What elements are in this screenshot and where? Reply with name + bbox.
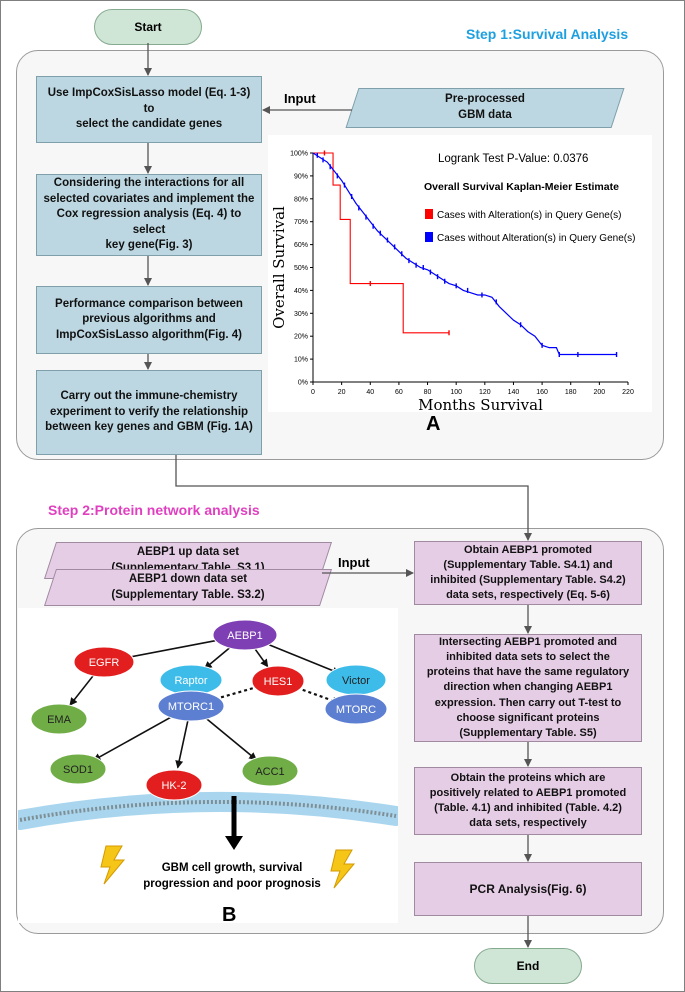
step2-box-pcr-analysis: PCR Analysis(Fig. 6): [414, 862, 642, 916]
edge-mtorc1-sod1: [92, 712, 179, 762]
edge-aebp1-victor: [257, 639, 341, 675]
y-tick-label: 60%: [294, 242, 308, 249]
kaplan-meier-chart: 0 20 40 60 80 100 120 140 160 180 200 220 0% 10% 20% 30…: [268, 135, 652, 412]
node-label-mtorc: MTORC: [336, 704, 376, 716]
legend-swatch: [425, 232, 433, 242]
outcome-text-line: GBM cell growth, survival: [162, 862, 303, 874]
panel-letter-a: A: [426, 413, 441, 435]
step2-box-intersecting: Intersecting AEBP1 promoted and inhibite…: [414, 634, 642, 742]
aebp1-down-data-input: AEBP1 down data set (Supplementary Table…: [43, 569, 333, 606]
series-line: [312, 152, 617, 356]
series-line: [313, 152, 450, 334]
x-tick-label: 40: [366, 389, 374, 396]
node-label-sod1: SOD1: [63, 764, 93, 776]
y-tick-label: 50%: [294, 265, 308, 272]
step1-input-label: Input: [284, 91, 316, 106]
lightning-icon-left: [100, 845, 126, 885]
legend-label: Cases without Alteration(s) in Query Gen…: [437, 233, 635, 244]
step2-input-label: Input: [338, 555, 370, 570]
y-tick-label: 20%: [294, 334, 308, 341]
edge-aebp1-egfr: [120, 636, 232, 662]
edge-mtorc1-hk2: [175, 719, 189, 769]
y-tick-label: 30%: [294, 311, 308, 318]
logrank-annotation: Logrank Test P-Value: 0.0376: [438, 153, 588, 165]
step2-title: Step 2:Protein network analysis: [48, 502, 260, 518]
node-label-ema: EMA: [47, 714, 72, 726]
preprocessed-data-input: Pre-processed GBM data: [345, 88, 625, 128]
start-node: Start: [94, 9, 202, 45]
edge-aebp1-hes1: [252, 646, 269, 668]
node-egfr: [73, 646, 135, 678]
x-tick-label: 140: [508, 389, 520, 396]
node-label-victor: Victor: [342, 675, 370, 687]
panel-letter-b: B: [222, 904, 237, 926]
step1-box-candidate-genes: Use ImpCoxSisLasso model (Eq. 1-3) to se…: [36, 76, 262, 143]
x-tick-label: 20: [338, 389, 346, 396]
x-tick-label: 120: [479, 389, 491, 396]
legend-label: Cases with Alteration(s) in Query Gene(s…: [437, 210, 622, 221]
lightning-icon-right: [330, 849, 356, 889]
y-axis-label: Overall Survival: [270, 206, 288, 329]
node-label-mtorc1: MTORC1: [168, 701, 214, 713]
node-label-hk-2: HK-2: [161, 780, 186, 792]
x-tick-label: 100: [450, 389, 462, 396]
node-label-aebp1: AEBP1: [227, 630, 262, 642]
node-mtorc1: [157, 690, 225, 722]
step1-title: Step 1:Survival Analysis: [466, 26, 629, 42]
node-acc1: [241, 755, 299, 787]
aebp1-down-data-label: AEBP1 down data set (Supplementary Table…: [111, 572, 265, 601]
y-tick-label: 90%: [294, 173, 308, 180]
step1-box-cox-regression: Considering the interactions for all sel…: [36, 174, 262, 256]
x-axis-label: Months Survival: [418, 396, 543, 412]
node-label-raptor: Raptor: [174, 675, 207, 687]
end-node: End: [474, 948, 582, 984]
x-tick-label: 160: [536, 389, 548, 396]
step2-box-promoted-inhibited: Obtain AEBP1 promoted (Supplementary Tab…: [414, 541, 642, 605]
cell-membrane: [18, 791, 398, 830]
x-tick-label: 180: [565, 389, 577, 396]
node-label-egfr: EGFR: [89, 657, 120, 669]
y-tick-label: 40%: [294, 288, 308, 295]
edge-egfr-ema: [69, 672, 96, 706]
y-tick-label: 100%: [290, 151, 308, 158]
x-tick-label: 0: [311, 389, 315, 396]
chart-title: Overall Survival Kaplan-Meier Estimate: [424, 181, 619, 193]
outcome-text-line: progression and poor prognosis: [143, 878, 321, 890]
node-label-acc1: ACC1: [255, 766, 284, 778]
legend-swatch: [425, 209, 433, 219]
node-sod1: [49, 753, 107, 785]
x-tick-label: 220: [622, 389, 634, 396]
y-tick-label: 0%: [298, 380, 308, 387]
x-tick-label: 80: [424, 389, 432, 396]
step2-box-positively-related: Obtain the proteins which are positively…: [414, 767, 642, 835]
step1-box-immune-chemistry: Carry out the immune-chemistry experimen…: [36, 370, 262, 455]
y-tick-label: 80%: [294, 196, 308, 203]
y-tick-label: 70%: [294, 219, 308, 226]
node-hes1: [251, 665, 305, 697]
node-mtorc: [324, 693, 388, 725]
edge-mtorc1-acc1: [201, 714, 258, 761]
node-aebp1: [212, 619, 278, 651]
x-tick-label: 60: [395, 389, 403, 396]
node-ema: [30, 703, 88, 735]
x-tick-label: 200: [594, 389, 606, 396]
node-hk-2: [145, 769, 203, 801]
membrane-core: [19, 799, 397, 822]
node-label-hes1: HES1: [264, 676, 293, 688]
preprocessed-data-label: Pre-processed GBM data: [445, 93, 525, 121]
y-tick-label: 10%: [294, 357, 308, 364]
outcome-arrow-head: [225, 836, 243, 850]
step1-box-performance: Performance comparison between previous …: [36, 286, 262, 354]
